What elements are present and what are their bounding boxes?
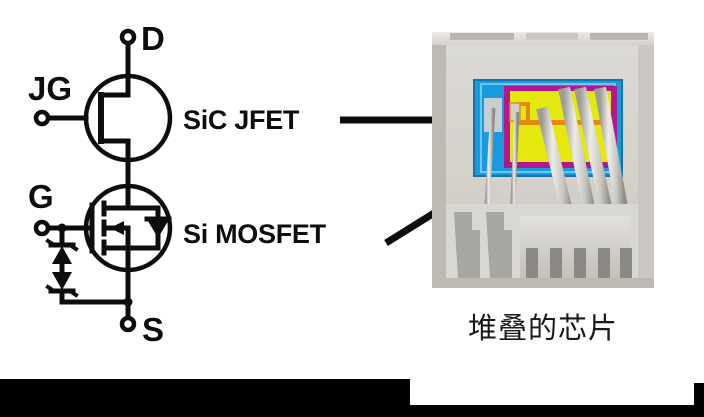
mosfet-gate-terminal-node xyxy=(33,219,51,237)
lead-trace-1 xyxy=(454,212,480,278)
zener-one-cathode-tick-left xyxy=(45,238,57,248)
lead-fingers xyxy=(526,248,632,278)
si-mosfet-die-edge xyxy=(473,79,623,177)
die-photo xyxy=(424,26,662,298)
bond-wire-source-4 xyxy=(594,86,630,220)
bond-wire-gate-1 xyxy=(483,107,496,223)
source-terminal-node xyxy=(119,315,137,333)
rim-notch-mid xyxy=(526,33,578,40)
package-bottom-edge xyxy=(432,278,654,288)
cascode-schematic: D JG G S xyxy=(28,20,173,348)
zener-two-cathode-tick-left xyxy=(45,284,57,294)
zener-one-triangle xyxy=(52,246,72,264)
callout-label-sic-jfet: SiC JFET xyxy=(183,105,300,135)
bottom-bar-left xyxy=(0,379,410,417)
photo-caption: 堆叠的芯片 xyxy=(467,311,618,345)
jfet-gate-label: JG xyxy=(28,70,72,107)
bottom-bar-right-edge xyxy=(694,383,704,417)
package-wall-right xyxy=(638,45,654,288)
jfet-gate-terminal-node xyxy=(33,109,51,127)
lead-trace-2 xyxy=(486,212,512,278)
gate-junction-dot xyxy=(57,223,67,233)
package-wall-left xyxy=(432,45,446,288)
zener-one-cathode-tick-right xyxy=(67,242,79,252)
bond-wire-gate-2 xyxy=(509,111,520,223)
mosfet-gate-label: G xyxy=(28,178,54,215)
bottom-bar-right xyxy=(410,405,694,417)
drain-terminal-node xyxy=(119,28,137,46)
source-junction-dot xyxy=(123,297,133,307)
sic-jfet-metal-trace xyxy=(516,120,608,125)
bond-wire-source-3 xyxy=(574,86,616,228)
rim-notch-right xyxy=(590,33,648,40)
zener-two-triangle xyxy=(52,272,72,290)
mosfet-bulk-arrow xyxy=(110,221,124,235)
callout-label-si-mosfet: Si MOSFET xyxy=(183,219,326,249)
source-label: S xyxy=(142,311,164,348)
body-diode-triangle xyxy=(148,221,168,238)
zener-two-cathode-tick-right xyxy=(67,288,79,298)
rim-notch-left xyxy=(450,33,514,40)
drain-label: D xyxy=(141,20,165,57)
